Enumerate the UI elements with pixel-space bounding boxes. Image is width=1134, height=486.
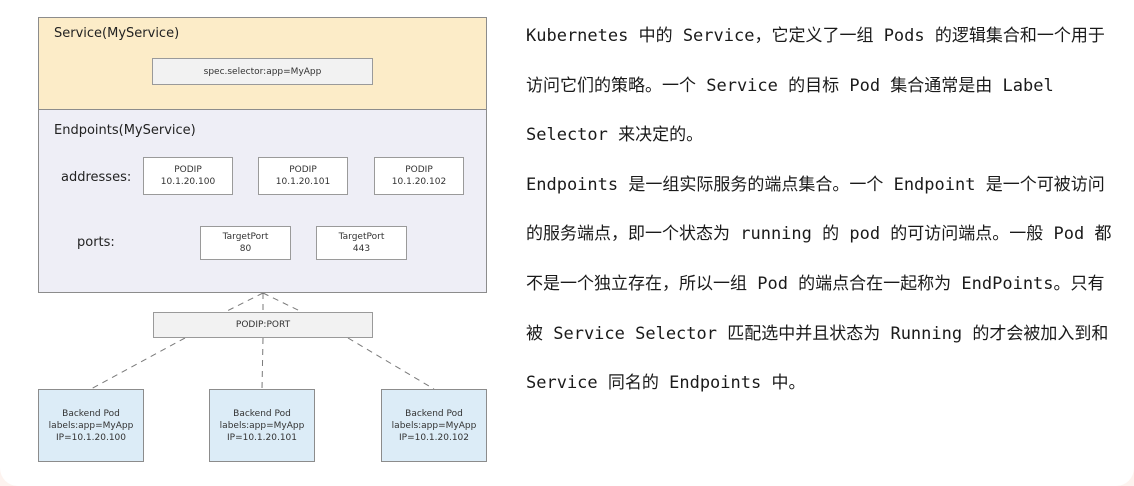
description-text: Kubernetes 中的 Service，它定义了一组 Pods 的逻辑集合和… <box>526 12 1116 409</box>
pod-ip: IP=10.1.20.102 <box>398 432 469 443</box>
connector-endpoints-left <box>224 292 264 313</box>
podip-label: PODIP <box>289 165 317 175</box>
podip-port-box: PODIP:PORT <box>153 312 373 338</box>
pod-name: Backend Pod <box>62 408 120 419</box>
target-port-value: 443 <box>352 244 371 254</box>
podip-label: PODIP <box>174 165 202 175</box>
ports-label: ports: <box>77 235 115 250</box>
connector-endpoints-right <box>262 292 303 313</box>
service-title: Service(MyService) <box>54 26 180 41</box>
pod-ip: IP=10.1.20.101 <box>226 432 297 443</box>
selector-text: spec.selector:app=MyApp <box>203 66 322 77</box>
podip-value: 10.1.20.100 <box>160 177 216 187</box>
pod-labels: labels:app=MyApp <box>219 420 305 431</box>
connector-pod-1 <box>90 337 186 390</box>
endpoints-panel: Endpoints(MyService) <box>38 109 487 293</box>
paragraph-endpoints: Endpoints 是一组实际服务的端点集合。一个 Endpoint 是一个可被… <box>526 174 1112 394</box>
pod-name: Backend Pod <box>233 408 291 419</box>
target-port-label: TargetPort <box>222 232 269 242</box>
pod-ip: IP=10.1.20.100 <box>55 432 126 443</box>
podip-value: 10.1.20.101 <box>275 177 331 187</box>
target-port-box: TargetPort 443 <box>316 226 407 260</box>
podip-label: PODIP <box>405 165 433 175</box>
podip-value: 10.1.20.102 <box>391 177 447 187</box>
podip-box: PODIP 10.1.20.102 <box>374 157 464 195</box>
podip-box: PODIP 10.1.20.100 <box>143 157 233 195</box>
target-port-label: TargetPort <box>338 232 385 242</box>
endpoints-title: Endpoints(MyService) <box>54 123 196 138</box>
connector-pod-3 <box>347 337 435 390</box>
paragraph-service: Kubernetes 中的 Service，它定义了一组 Pods 的逻辑集合和… <box>526 26 1105 146</box>
backend-pod-box: Backend Pod labels:app=MyApp IP=10.1.20.… <box>209 389 315 462</box>
pod-name: Backend Pod <box>405 408 463 419</box>
backend-pod-box: Backend Pod labels:app=MyApp IP=10.1.20.… <box>38 389 144 462</box>
pod-labels: labels:app=MyApp <box>48 420 134 431</box>
podip-box: PODIP 10.1.20.101 <box>258 157 348 195</box>
target-port-box: TargetPort 80 <box>200 226 291 260</box>
connector-pod-2 <box>261 337 264 390</box>
selector-box: spec.selector:app=MyApp <box>152 58 373 85</box>
pod-labels: labels:app=MyApp <box>391 420 477 431</box>
addresses-label: addresses: <box>61 170 132 185</box>
podip-port-text: PODIP:PORT <box>235 320 291 330</box>
target-port-value: 80 <box>239 244 252 254</box>
backend-pod-box: Backend Pod labels:app=MyApp IP=10.1.20.… <box>381 389 487 462</box>
